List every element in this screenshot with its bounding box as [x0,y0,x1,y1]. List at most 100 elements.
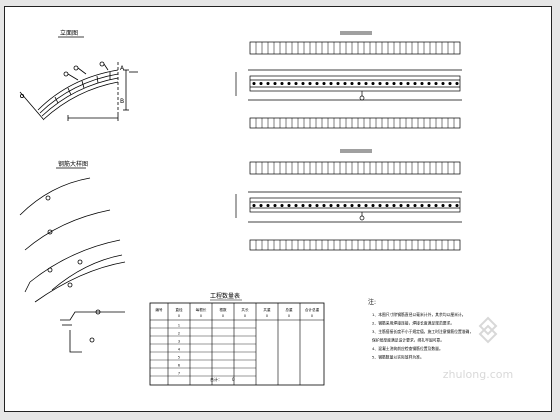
rebar-stud [399,81,403,86]
rebar-stud [357,81,361,86]
table-subheader-cell: 0 [222,314,224,318]
plan-bottom-strip-1 [249,117,461,129]
rebar-stud [455,203,459,208]
detail-callout [89,337,95,343]
radial-tie [96,75,99,84]
rebar-stud [329,203,333,208]
rebar-stud [259,81,263,86]
detail-callout [47,267,53,273]
rebar-stud [455,81,459,86]
rebar-stud [406,203,410,208]
note-line: 2、钢筋采用焊接连接，焊接长度满足规范要求。 [372,321,454,326]
watermark-text: zhulong.com [443,368,513,381]
rebar-stud [441,203,445,208]
rebar-stud [406,81,410,86]
table-total-label: 合计： [210,376,222,382]
note-line: 保护层厚度满足设计要求，绑扎牢固可靠。 [372,338,444,343]
rebar-stud [343,203,347,208]
detail-callout [95,309,101,315]
rebar-stud [308,203,312,208]
table-subheader-cell: 0 [244,314,246,318]
plan-bottom-strip-2 [249,239,461,251]
rebar-stud [301,203,305,208]
rebar-stud [266,81,270,86]
rebar-stud [280,81,284,86]
arc-bar-2 [39,73,119,114]
table-header-cell: 根数 [219,307,227,312]
plan-bar-bundle-1 [249,75,461,92]
table-subheader-cell: 0 [311,314,313,318]
note-line: 1、本图尺寸除钢筋直径以毫米计外，其余均以厘米计。 [372,312,466,317]
table-row-number: 4 [178,348,180,352]
detail-callout [67,282,73,288]
rebar-stud [392,203,396,208]
table-row-number: 5 [178,356,180,360]
rebar-stud [322,81,326,86]
table-row-number: 2 [178,332,180,336]
rebar-stud [427,203,431,208]
rebar-stud [322,203,326,208]
note-line: 4、混凝土浇筑前应检查钢筋位置及数量。 [372,346,443,351]
plan-views [235,31,462,251]
rebar-stud [448,203,452,208]
rebar-stud [371,81,375,86]
elevation-title: 立面图 [60,29,78,37]
rebar-stud [287,81,291,86]
rebar-stud [350,81,354,86]
watermark: zhulong.com [443,316,513,381]
radial-tie [54,96,59,104]
rebar-stud [336,203,340,208]
detail-callout [45,195,51,201]
detail-bar-4 [51,254,123,291]
detail-bar-1 [19,177,91,216]
rebar-stud [343,81,347,86]
rebar-stud [294,203,298,208]
plan-callout [359,215,365,221]
rebar-stud [259,203,263,208]
table-row-number: 3 [178,340,180,344]
callout-bubble [99,61,105,67]
rebar-stud [420,203,424,208]
table-header-cell: 总重 [285,307,293,312]
arc-bar-1 [37,69,119,111]
callout-leader [67,73,79,81]
rebar-stud [280,203,284,208]
rebar-stud [413,203,417,208]
rebar-stud [434,203,438,208]
rebar-stud [273,203,277,208]
rebar-stud [252,81,256,86]
rebar-stud [371,203,375,208]
table-row-number: 1 [178,324,180,328]
table-subheader-cell: 0 [178,314,180,318]
rebar-stud [378,203,382,208]
rebar-stud [434,81,438,86]
rebar-stud [448,81,452,86]
rebar-stud [357,203,361,208]
callout-bubble [63,71,69,77]
rebar-stud [329,81,333,86]
rebar-stud [315,203,319,208]
notes-title: 注: [368,298,376,306]
callout-leader [77,67,87,75]
table-header-cell: 编号 [155,307,163,312]
detail-hook [24,281,31,293]
table-subheader-cell: 0 [200,314,202,318]
table-subheader-cell: 0 [266,314,268,318]
plan-bar-bundle-2 [249,197,461,213]
table-header-cell: 合计总重 [305,307,320,312]
arc-bar-4 [43,81,119,120]
radial-tie [67,87,72,96]
rebar-stud [308,81,312,86]
rebar-stud [273,81,277,86]
rebar-stud [385,203,389,208]
detail-callout [77,259,83,265]
plan-top-strip-1 [249,41,461,55]
rebar-stud [252,203,256,208]
callout-bubble [73,65,79,71]
plan-callout [359,95,365,101]
rebar-stud [427,81,431,86]
radial-tie [81,80,85,89]
watermark-logo-icon [478,316,498,344]
detail-bar-6 [60,311,125,321]
rebar-stud [301,81,305,86]
